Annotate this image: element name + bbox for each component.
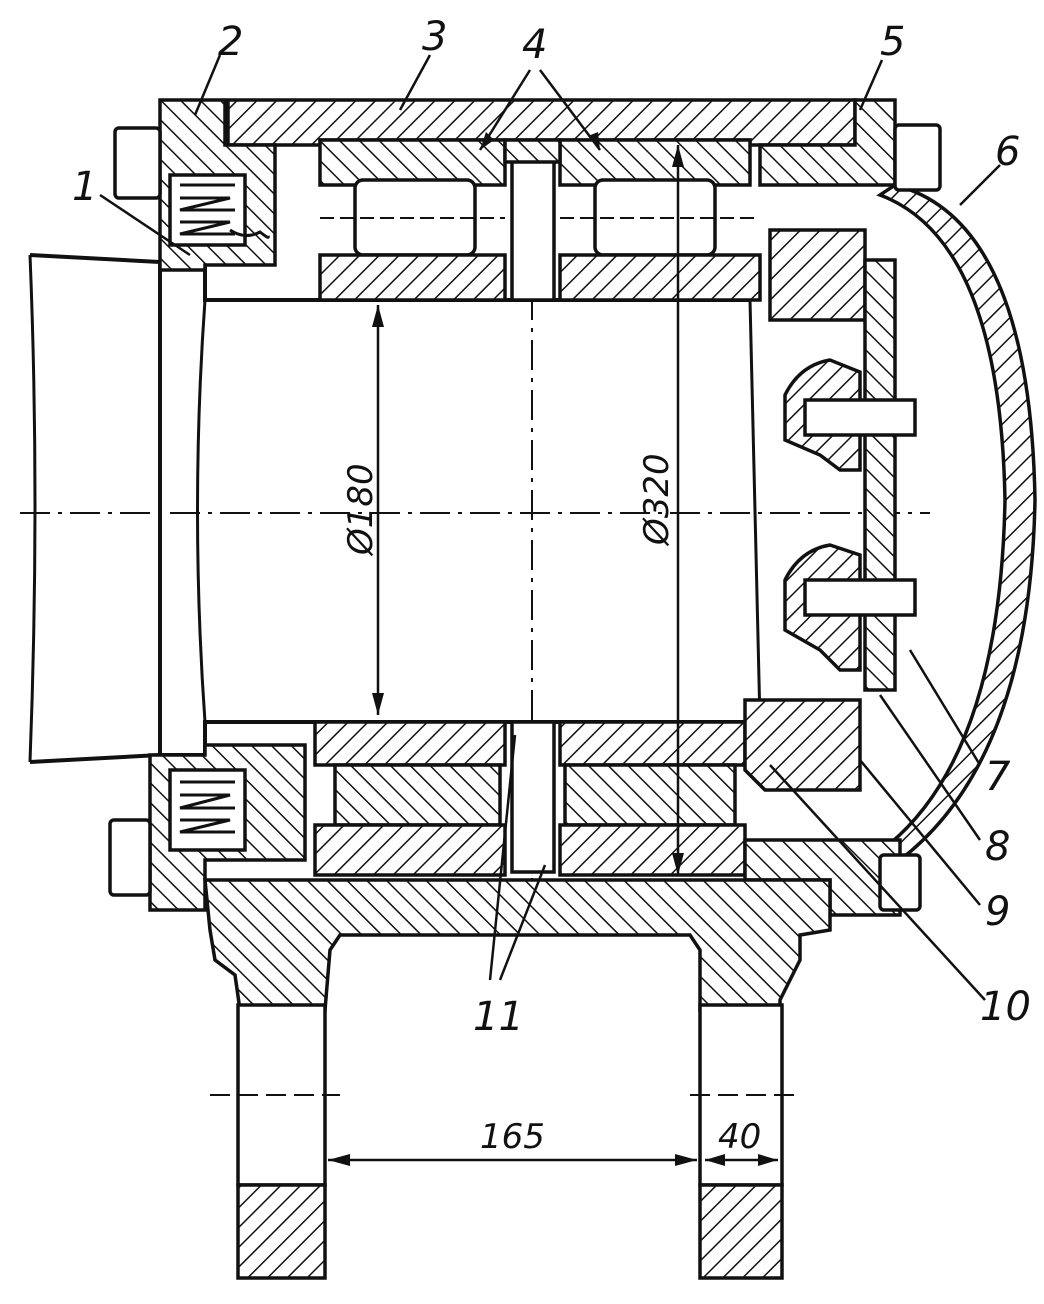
dim-span-label: 165: [480, 1117, 545, 1157]
label-11: 11: [473, 994, 524, 1040]
inner-ring-bottom-left: [313, 720, 507, 767]
inner-ring-bottom-right: [558, 720, 747, 767]
housing-bolt-top-right: [893, 123, 942, 192]
inner-ring-top-left: [318, 253, 507, 302]
dim-span: [328, 1154, 697, 1166]
dim-outer-diameter-label: Ø320: [637, 453, 677, 547]
label-10: 10: [980, 984, 1031, 1030]
leader-lines: [99, 54, 1001, 1001]
end-cap-bolt-upper: [783, 358, 917, 472]
housing-yoke: [203, 878, 832, 1280]
end-cap-bolt-lower: [783, 543, 917, 672]
spacer-top: [503, 138, 562, 302]
dim-width-label: 40: [718, 1117, 761, 1157]
roller-top-right: [560, 178, 760, 257]
label-2: 2: [218, 19, 243, 65]
label-7: 7: [985, 754, 1011, 800]
dome-cover: [876, 183, 1037, 863]
left-cover-bottom: [148, 743, 307, 912]
roller-bottom-left: [333, 763, 502, 827]
label-9: 9: [985, 889, 1010, 935]
dim-inner-diameter-label: Ø180: [341, 463, 381, 557]
roller-bottom-right: [563, 763, 737, 827]
dim-width: [705, 1154, 778, 1166]
housing-bolt-top-left: [113, 126, 162, 200]
housing-bolt-bottom-right: [878, 853, 922, 912]
label-1: 1: [72, 164, 97, 210]
dim-outer-diameter: [672, 145, 684, 875]
outer-ring-bottom-left: [313, 823, 507, 877]
housing-bolt-bottom-left: [108, 818, 152, 897]
label-6: 6: [995, 129, 1020, 175]
spacer-bottom: [510, 720, 556, 874]
shaft-stub: [28, 253, 162, 764]
outer-ring-bottom-right: [558, 823, 747, 877]
outer-ring-top-right: [558, 138, 752, 187]
label-3: 3: [422, 14, 447, 60]
inner-ring-top-right: [558, 253, 762, 302]
dim-inner-diameter: [372, 305, 384, 715]
label-4: 4: [522, 22, 547, 68]
right-cover-top: [758, 98, 897, 187]
label-8: 8: [985, 824, 1010, 870]
roller-top-left: [320, 178, 505, 257]
left-cover-top: [158, 98, 277, 272]
label-5: 5: [880, 19, 905, 65]
outer-ring-top-left: [318, 138, 507, 187]
